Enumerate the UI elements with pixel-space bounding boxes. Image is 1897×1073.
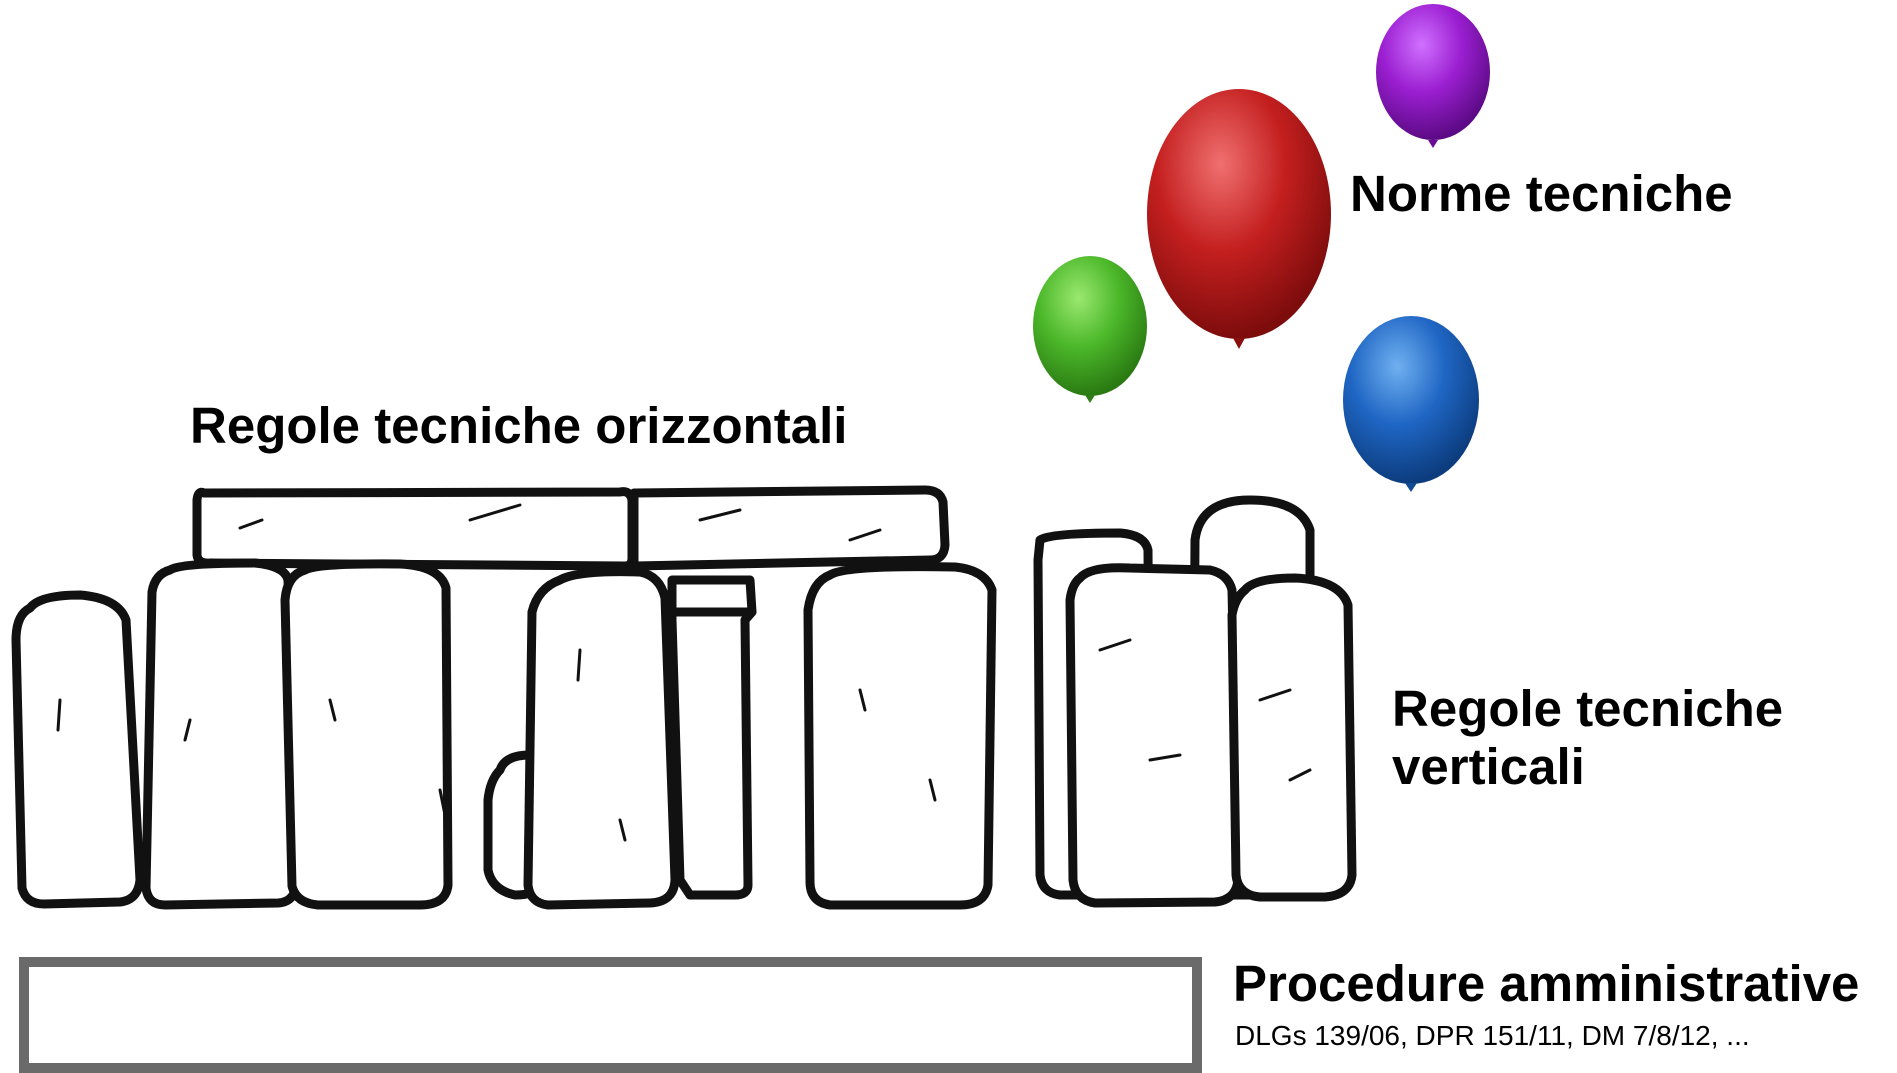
foundation-slab (19, 957, 1202, 1073)
blue-balloon-icon (1343, 316, 1479, 492)
green-balloon-icon (1033, 256, 1147, 403)
purple-balloon-icon (1376, 4, 1490, 148)
admin-references-text: DLGs 139/06, DPR 151/11, DM 7/8/12, ... (1235, 1020, 1750, 1052)
horizontal-rules-label: Regole tecniche orizzontali (190, 400, 847, 451)
stonehenge-drawing (16, 490, 1352, 905)
red-balloon-icon (1147, 89, 1331, 349)
technical-norms-label: Norme tecniche (1350, 168, 1733, 219)
admin-procedures-label: Procedure amministrative (1233, 958, 1859, 1009)
vertical-rules-label-line1: Regole tecniche (1392, 680, 1783, 738)
vertical-rules-label: Regole tecniche verticali (1392, 680, 1783, 796)
vertical-rules-label-line2: verticali (1392, 738, 1783, 796)
